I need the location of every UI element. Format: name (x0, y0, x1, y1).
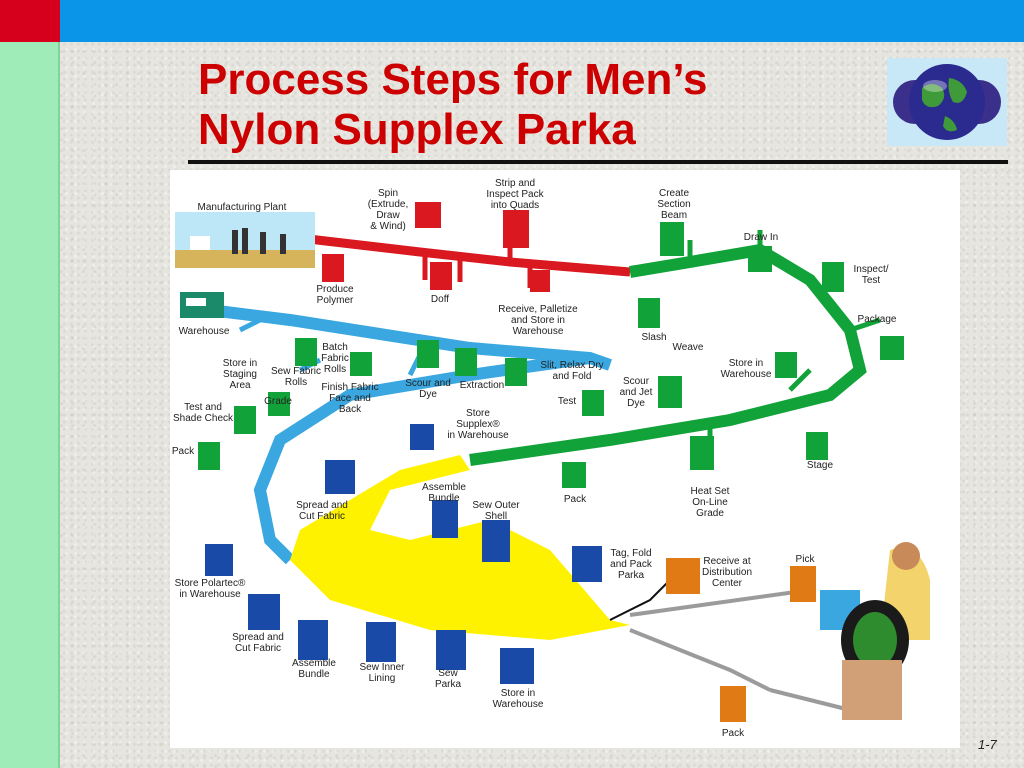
label-scour-jet-dye: Scour and Jet Dye (619, 376, 653, 409)
label-test-green: Test (557, 396, 577, 407)
label-store-staging: Store in Staging Area (222, 358, 258, 391)
label-assemble-bundle-bottom: Assemble Bundle (292, 658, 336, 680)
label-pick: Pick (795, 554, 815, 565)
label-store-warehouse-bottom: Store in Warehouse (492, 688, 544, 710)
label-inspect-test: Inspect/ Test (853, 264, 889, 286)
label-test-shade: Test and Shade Check (172, 402, 234, 424)
label-produce-polymer: Produce Polymer (316, 284, 354, 306)
label-pack-green: Pack (563, 494, 587, 505)
globe-logo (887, 58, 1007, 146)
label-sew-outer-shell: Sew Outer Shell (472, 500, 520, 522)
label-weave: Weave (672, 342, 704, 353)
label-tag-fold-pack: Tag, Fold and Pack Parka (610, 548, 652, 581)
label-heat-set: Heat Set On-Line Grade (690, 486, 730, 519)
label-manufacturing-plant: Manufacturing Plant (197, 202, 287, 213)
slide-title: Process Steps for Men’s Nylon Supplex Pa… (198, 55, 708, 154)
title-underline (188, 160, 1008, 164)
label-store-warehouse-green: Store in Warehouse (720, 358, 772, 380)
label-scour-dye: Scour and Dye (405, 378, 451, 400)
label-store-polartec: Store Polartec® in Warehouse (174, 578, 246, 600)
label-slash: Slash (641, 332, 667, 343)
label-extraction: Extraction (459, 380, 505, 391)
label-create-section-beam: Create Section Beam (657, 188, 691, 221)
label-grade: Grade (264, 396, 292, 407)
label-doff: Doff (430, 294, 450, 305)
label-finish-fabric: Finish Fabric Face and Back (321, 382, 379, 415)
label-spread-cut-bottom: Spread and Cut Fabric (232, 632, 284, 654)
distribution-line (629, 588, 851, 712)
header-bar (0, 0, 1024, 42)
label-sew-parka: Sew Parka (434, 668, 462, 690)
label-receive-palletize: Receive, Palletize and Store in Warehous… (498, 304, 578, 337)
label-slit-relax: Slit, Relax Dry and Fold (540, 360, 604, 382)
label-assemble-bundle-top: Assemble Bundle (422, 482, 466, 504)
red-process-line (299, 233, 631, 277)
slide-number: 1-7 (978, 737, 997, 752)
yellow-assembly-area (290, 455, 630, 640)
label-sew-inner-lining: Sew Inner Lining (359, 662, 405, 684)
label-stage: Stage (806, 460, 834, 471)
label-spin: Spin (Extrude, Draw & Wind) (367, 188, 409, 232)
label-warehouse: Warehouse (178, 326, 230, 337)
label-pack-blue: Pack (171, 446, 195, 457)
label-spread-cut-top: Spread and Cut Fabric (296, 500, 348, 522)
label-draw-in: Draw In (743, 232, 779, 243)
green-process-line (469, 243, 867, 466)
process-diagram: Manufacturing Plant Produce Polymer Spin… (170, 170, 960, 748)
label-pack-bottom: Pack (721, 728, 745, 739)
label-receive-distribution: Receive at Distribution Center (701, 556, 753, 589)
header-corner-accent (0, 0, 60, 42)
label-strip-inspect: Strip and Inspect Pack into Quads (486, 178, 544, 211)
label-store-supplex: Store Supplex® in Warehouse (447, 408, 509, 441)
label-batch-fabric-rolls: Batch Fabric Rolls (321, 342, 349, 375)
label-sew-fabric-rolls: Sew Fabric Rolls (270, 366, 321, 388)
left-sidebar-strip (0, 42, 60, 768)
label-package: Package (857, 314, 897, 325)
